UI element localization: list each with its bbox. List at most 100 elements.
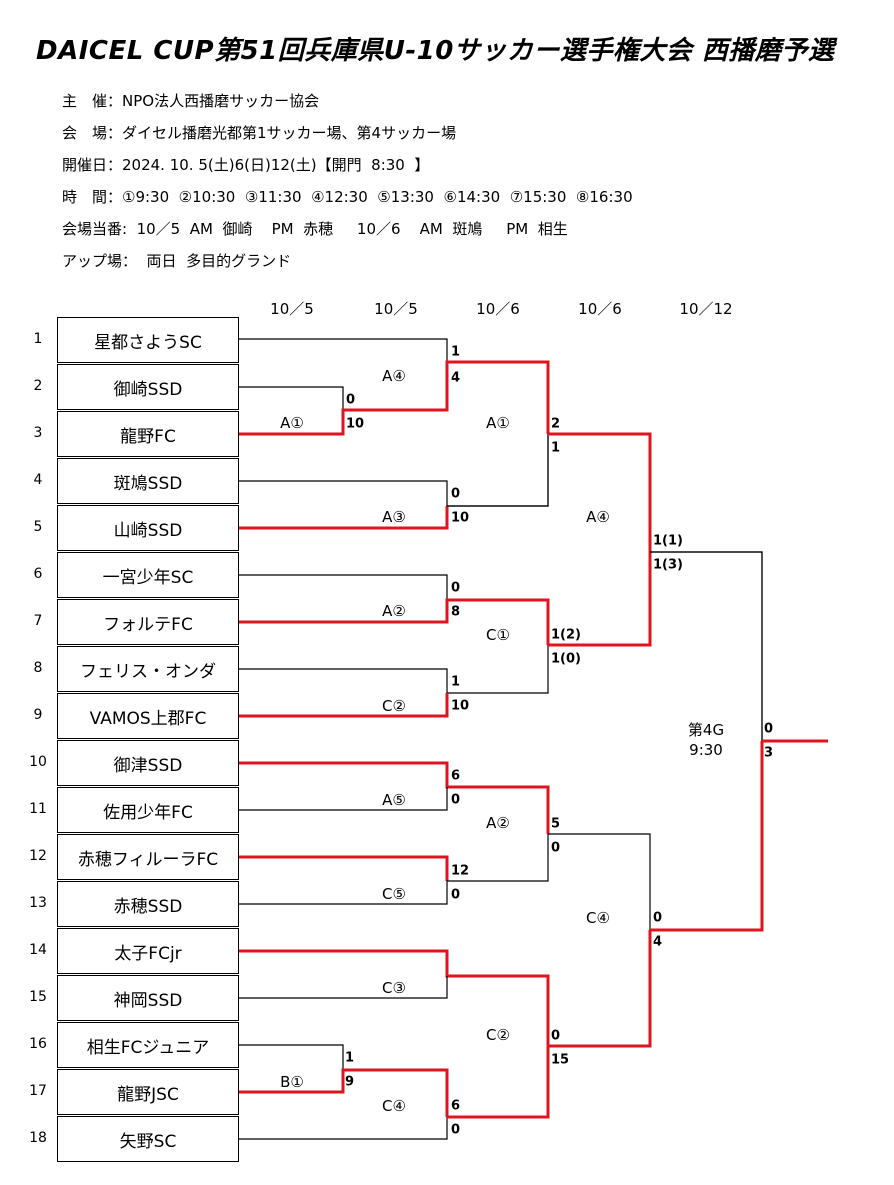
- score: 4: [653, 934, 663, 950]
- score: 12: [451, 863, 470, 879]
- team-number: 5: [33, 519, 43, 535]
- winner-path: [447, 1046, 550, 1119]
- team-number: 18: [29, 1130, 47, 1146]
- match-label: A④: [382, 367, 406, 385]
- match-label: A④: [586, 508, 610, 526]
- score: 1: [345, 1050, 355, 1066]
- bracket-line: [239, 480, 448, 506]
- bracket-line: [239, 1117, 448, 1140]
- winner-path: [548, 930, 652, 1048]
- team-number: 16: [29, 1036, 47, 1052]
- match-label: A⑤: [382, 791, 406, 809]
- team-number: 17: [29, 1083, 47, 1099]
- bracket-line: [447, 434, 549, 507]
- bracket-line: [239, 386, 344, 411]
- bracket-line: [239, 574, 448, 600]
- round-date-5: 10／12: [679, 300, 733, 318]
- match-label: A③: [382, 508, 406, 526]
- team-number: 7: [33, 613, 43, 629]
- score: 0: [451, 792, 461, 808]
- bracket-line: [239, 834, 549, 905]
- score: 15: [551, 1052, 570, 1068]
- match-label: C①: [486, 626, 510, 644]
- winner-path: [239, 410, 345, 436]
- team-number: 8: [33, 660, 43, 676]
- team-name: 龍野FC: [57, 411, 239, 457]
- score: 6: [451, 768, 461, 784]
- team-number: 11: [29, 801, 47, 817]
- score: 1(0): [551, 651, 581, 667]
- info-venue: 会 場：ダイセル播磨光都第1サッカー場、第4サッカー場: [62, 124, 457, 142]
- final-ground: 第4G: [687, 721, 725, 739]
- round-date-1: 10／5: [270, 300, 314, 318]
- final-info: 第4G 9:30: [688, 720, 724, 760]
- score: 0: [451, 580, 461, 596]
- team-name: 龍野JSC: [57, 1069, 239, 1115]
- match-label: B①: [280, 1073, 304, 1091]
- winner-path: [239, 1068, 449, 1117]
- team-name: 太子FCjr: [57, 928, 239, 974]
- score: 4: [451, 370, 461, 386]
- score: 1(3): [653, 557, 683, 573]
- score: 0: [551, 840, 561, 856]
- score: 2: [551, 416, 561, 432]
- final-time: 9:30: [689, 741, 723, 759]
- bracket-line: [239, 668, 448, 693]
- info-times: 時 間：①9:30 ②10:30 ③11:30 ④12:30 ⑤13:30 ⑥1…: [62, 188, 633, 206]
- team-name: 御津SSD: [57, 740, 239, 786]
- team-number: 10: [29, 754, 47, 770]
- match-label: C④: [382, 1097, 406, 1115]
- bracket-line: [239, 976, 448, 999]
- score: 6: [451, 1098, 461, 1114]
- team-number: 12: [29, 848, 47, 864]
- score: 10: [451, 698, 470, 714]
- team-name: 相生FCジュニア: [57, 1022, 239, 1068]
- info-duty: 会場当番: 10／5 AM 御崎 PM 赤穂 10／6 AM 斑鳩 PM 相生: [62, 220, 568, 238]
- match-label: C④: [586, 909, 610, 927]
- winner-path: [341, 360, 550, 434]
- match-label: C②: [382, 697, 406, 715]
- team-number: 15: [29, 989, 47, 1005]
- score: 0: [451, 1122, 461, 1138]
- team-name: 矢野SC: [57, 1116, 239, 1162]
- match-label: A①: [280, 414, 304, 432]
- winner-path: [548, 552, 652, 647]
- bracket-line: [239, 1044, 344, 1070]
- match-label: C③: [382, 979, 406, 997]
- team-number: 13: [29, 895, 47, 911]
- team-name: 御崎SSD: [57, 364, 239, 410]
- score: 1: [551, 440, 561, 456]
- score: 1(2): [551, 627, 581, 643]
- round-date-3: 10／6: [476, 300, 520, 318]
- team-number: 9: [33, 707, 43, 723]
- winner-path: [239, 693, 449, 718]
- bracket-line: [548, 833, 651, 930]
- score: 1(1): [653, 533, 683, 549]
- team-name: 佐用少年FC: [57, 787, 239, 833]
- match-label: A②: [486, 814, 510, 832]
- team-name: 神岡SSD: [57, 975, 239, 1021]
- team-name: 星都さようSC: [57, 317, 239, 363]
- score: 0: [653, 910, 663, 926]
- team-name: フォルテFC: [57, 599, 239, 645]
- score: 0: [451, 486, 461, 502]
- score: 0: [551, 1028, 561, 1044]
- winner-path: [650, 741, 764, 932]
- match-label: A①: [486, 414, 510, 432]
- team-number: 14: [29, 942, 47, 958]
- info-organizer: 主 催：NPO法人西播磨サッカー協会: [62, 92, 320, 110]
- score: 10: [346, 416, 365, 432]
- score: 8: [451, 604, 461, 620]
- winner-path: [548, 432, 652, 552]
- team-name: 赤穂SSD: [57, 881, 239, 927]
- bracket-line: [650, 551, 763, 741]
- match-label: C⑤: [382, 885, 406, 903]
- team-name: 山崎SSD: [57, 505, 239, 551]
- info-date: 開催日：2024. 10. 5(土)6(日)12(土)【開門 8:30 】: [62, 156, 430, 174]
- team-number: 1: [33, 331, 43, 347]
- tournament-title: DAICEL CUP第51回兵庫県U-10サッカー選手権大会 西播磨予選: [36, 36, 835, 66]
- score: 10: [451, 510, 470, 526]
- team-name: 一宮少年SC: [57, 552, 239, 598]
- score: 0: [346, 392, 356, 408]
